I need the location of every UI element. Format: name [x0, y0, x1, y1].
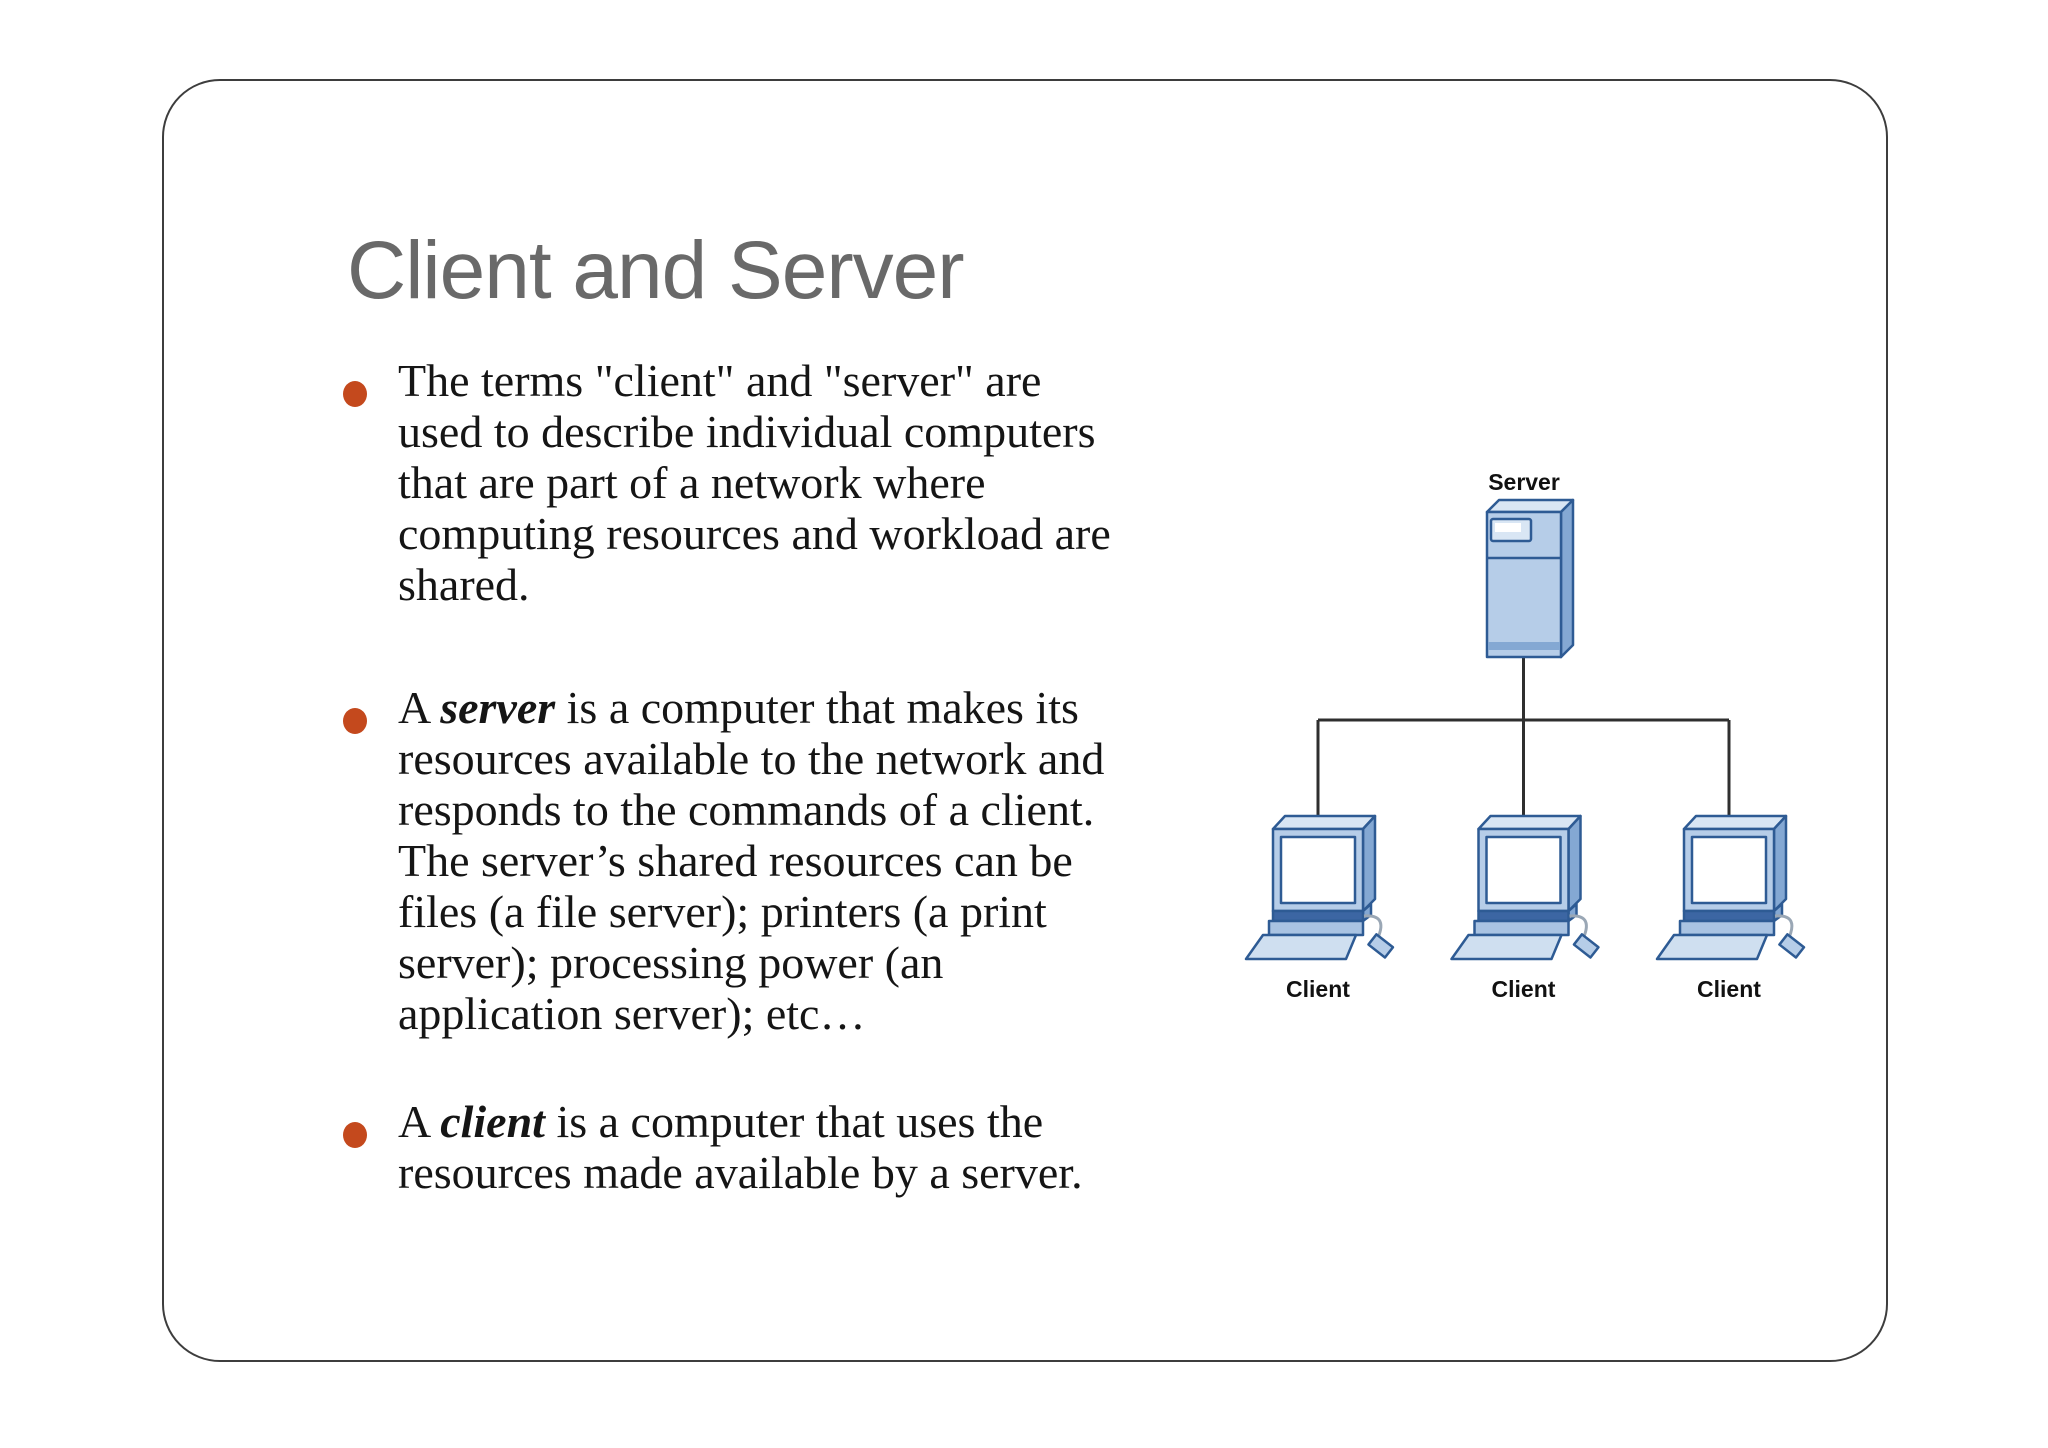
text-segment: A — [398, 682, 441, 733]
text-segment: responds to the commands of a client. — [398, 784, 1095, 835]
bullet-text-line: computing resources and workload are — [398, 508, 1298, 559]
server-icon — [1485, 498, 1575, 659]
bullet-text-line: application server); etc… — [398, 988, 1298, 1039]
network-diagram: Server Client Client Client — [1244, 469, 1806, 1002]
bullet-text-line: resources made available by a server. — [398, 1147, 1298, 1198]
text-segment: application server); etc… — [398, 988, 866, 1039]
text-segment: resources made available by a server. — [398, 1147, 1083, 1198]
server-label: Server — [1488, 469, 1560, 495]
text-segment: The terms "client" and "server" are — [398, 355, 1042, 406]
bullet-marker-icon — [343, 381, 367, 407]
bullet-text-line: A server is a computer that makes its — [398, 682, 1298, 733]
bullet-text-line: responds to the commands of a client. — [398, 784, 1298, 835]
emphasized-term: client — [440, 1096, 545, 1147]
bullet-text-line: A client is a computer that uses the — [398, 1096, 1298, 1147]
client-icon — [1655, 814, 1806, 961]
text-segment: that are part of a network where — [398, 457, 986, 508]
text-segment: shared. — [398, 559, 530, 610]
client-icon — [1244, 814, 1395, 961]
text-segment: The server’s shared resources can be — [398, 835, 1073, 886]
slide-title: Client and Server — [347, 225, 965, 316]
bullet-text-line: used to describe individual computers — [398, 406, 1298, 457]
bullet-text-line: server); processing power (an — [398, 937, 1298, 988]
network-lines — [1316, 657, 1731, 816]
bullet-text-line: shared. — [398, 559, 1298, 610]
bullet-marker-icon — [343, 708, 367, 734]
bullet-text-line: The terms "client" and "server" are — [398, 355, 1298, 406]
text-segment: is a computer that makes its — [555, 682, 1079, 733]
text-segment: is a computer that uses the — [544, 1096, 1044, 1147]
bullet-text-line: that are part of a network where — [398, 457, 1298, 508]
text-segment: resources available to the network and — [398, 733, 1105, 784]
client-label: Client — [1286, 976, 1350, 1002]
client-label: Client — [1492, 976, 1556, 1002]
text-segment: A — [398, 1096, 441, 1147]
bullet-text-line: files (a file server); printers (a print — [398, 886, 1298, 937]
text-segment: used to describe individual computers — [398, 406, 1096, 457]
bullet-text-line: The server’s shared resources can be — [398, 835, 1298, 886]
bullet-text-line: resources available to the network and — [398, 733, 1298, 784]
client-icon — [1450, 814, 1600, 961]
client-label: Client — [1697, 976, 1761, 1002]
text-segment: server); processing power (an — [398, 937, 944, 988]
text-segment: computing resources and workload are — [398, 508, 1111, 559]
emphasized-term: server — [440, 682, 556, 733]
bullet-marker-icon — [343, 1122, 367, 1148]
slide: Client and Server The terms "client" and… — [162, 79, 1888, 1362]
text-segment: files (a file server); printers (a print — [398, 886, 1047, 937]
